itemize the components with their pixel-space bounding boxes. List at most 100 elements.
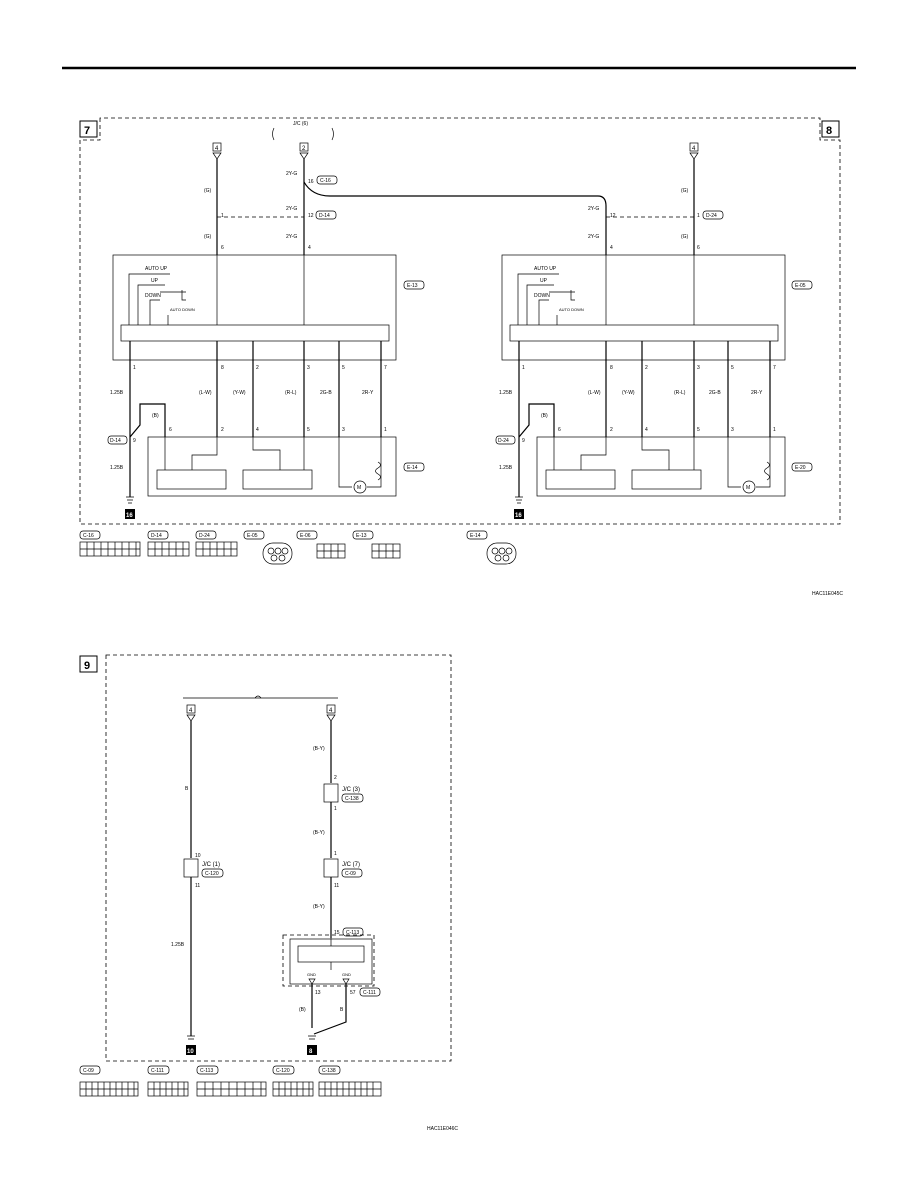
svg-text:8: 8 (221, 365, 224, 371)
ground-symbol (308, 1035, 316, 1040)
wire-label: (G) (681, 234, 689, 240)
pin-label: 4 (308, 245, 311, 251)
pin-label: 16 (308, 179, 314, 185)
svg-text:D-24: D-24 (199, 533, 210, 539)
sensor-coil (375, 461, 381, 481)
motor-module (156, 469, 227, 490)
left-bottom-pins: 1 8 2 3 5 7 (133, 365, 387, 371)
wire-label: 1.25B (171, 942, 185, 948)
conn-tag-d24 (702, 210, 724, 220)
connector-arrow (326, 714, 336, 722)
gnd-label: GND (307, 972, 316, 977)
pin-label: 57 (350, 990, 356, 996)
motor-m: M (357, 485, 361, 491)
svg-text:E-06: E-06 (300, 533, 311, 539)
motor-module (545, 469, 616, 490)
svg-text:C-16: C-16 (83, 533, 94, 539)
conn-tag-label: C-120 (205, 871, 219, 877)
gnd-label: GND (342, 972, 351, 977)
figure-code-bottom: HAC11E046C (427, 1126, 458, 1132)
frame-bottom (105, 654, 452, 1062)
switch-label: AUTO DOWN (559, 307, 584, 312)
wire-label: (L-W) (588, 390, 601, 396)
motor-icon (742, 480, 756, 494)
svg-text:5: 5 (731, 365, 734, 371)
wire-label: 2G-B (320, 390, 332, 396)
connector-4-right-label: 4 (692, 146, 696, 152)
pin-label: 1 (697, 213, 700, 219)
pin-label: 13 (315, 990, 321, 996)
conn-tag-d14 (315, 210, 337, 220)
ecu-ic (297, 945, 365, 963)
wire-label: (G) (204, 234, 212, 240)
conn-tag-c113 (342, 927, 364, 937)
wire-label: (B-Y) (313, 830, 325, 836)
motor-module (242, 469, 313, 490)
connector-legend-bottom: C-09 C-111 C-113 C-120 C-138 (79, 1065, 382, 1097)
svg-text:3: 3 (342, 427, 345, 433)
conn-tag-label: D-14 (319, 213, 330, 219)
jc7-block (323, 858, 339, 878)
wire-label: (R-L) (674, 390, 686, 396)
conn-tag-c120 (201, 868, 224, 878)
svg-text:E-14: E-14 (470, 533, 481, 539)
svg-text:C-138: C-138 (322, 1068, 336, 1074)
wire-label: (B-Y) (313, 746, 325, 752)
wire-label: (Y-W) (622, 390, 635, 396)
conn-tag-c16 (316, 175, 338, 185)
switch-contacts-right (517, 273, 575, 325)
right-bottom-pins: 1 8 2 3 5 7 (522, 365, 776, 371)
switch-label: DOWN (145, 293, 161, 299)
wire-label: 2Y-G (588, 234, 599, 240)
switch-contacts-left (128, 273, 186, 325)
svg-text:5: 5 (697, 427, 700, 433)
svg-text:2: 2 (610, 427, 613, 433)
connector-arrow (186, 714, 196, 722)
conn-tag-label: C-16 (320, 178, 331, 184)
frame-num-box-9 (79, 655, 98, 673)
ground-symbol (126, 496, 134, 504)
ecu-dashed-outer (282, 934, 375, 987)
svg-text:5: 5 (307, 427, 310, 433)
conn-tag-d24b (495, 435, 516, 445)
pin-label: 4 (610, 245, 613, 251)
switch-label: UP (151, 278, 159, 284)
switch-ic-right (509, 324, 779, 342)
wire-cross-2yg (303, 181, 607, 255)
motor-box-left (147, 436, 397, 497)
jc6-label: J/C (6) (293, 121, 308, 127)
motor-pins-right: 6 2 4 5 3 1 (558, 427, 776, 433)
ground-symbol (187, 1035, 195, 1040)
conn-tag-label: D-14 (110, 438, 121, 444)
ground-number: 16 (515, 513, 522, 519)
frame-top (79, 117, 841, 525)
switch-label: AUTO UP (534, 266, 557, 272)
sensor-coil (764, 461, 770, 481)
pin-label: 1 (221, 213, 224, 219)
pin-label: 6 (221, 245, 224, 251)
jc1-block (183, 858, 199, 878)
ground-symbol (515, 496, 523, 504)
bracket-right (331, 127, 334, 141)
svg-text:E-13: E-13 (356, 533, 367, 539)
svg-text:6: 6 (169, 427, 172, 433)
svg-text:7: 7 (773, 365, 776, 371)
wire-label: 2Y-G (286, 171, 297, 177)
pin-label: 2 (334, 775, 337, 781)
conn-tag-label: E-14 (407, 465, 418, 471)
connector-4-b1 (186, 704, 196, 714)
wire-b-left (129, 403, 166, 438)
switch-box-left (112, 254, 397, 361)
conn-tag-e20 (791, 462, 813, 472)
wire-label: B (340, 1007, 344, 1013)
wire-label: B (185, 786, 189, 792)
connector-4-left-label: 4 (215, 146, 219, 152)
svg-text:1: 1 (384, 427, 387, 433)
conn-tag-c111 (359, 987, 381, 997)
svg-text:E-05: E-05 (247, 533, 258, 539)
wire-label: 2R-Y (362, 390, 374, 396)
figure-code-top: HAC11E045C (812, 591, 843, 597)
pin-label: 15 (334, 930, 340, 936)
ground-number: 8 (309, 1049, 313, 1055)
conn-tag-label: C-09 (345, 871, 356, 877)
